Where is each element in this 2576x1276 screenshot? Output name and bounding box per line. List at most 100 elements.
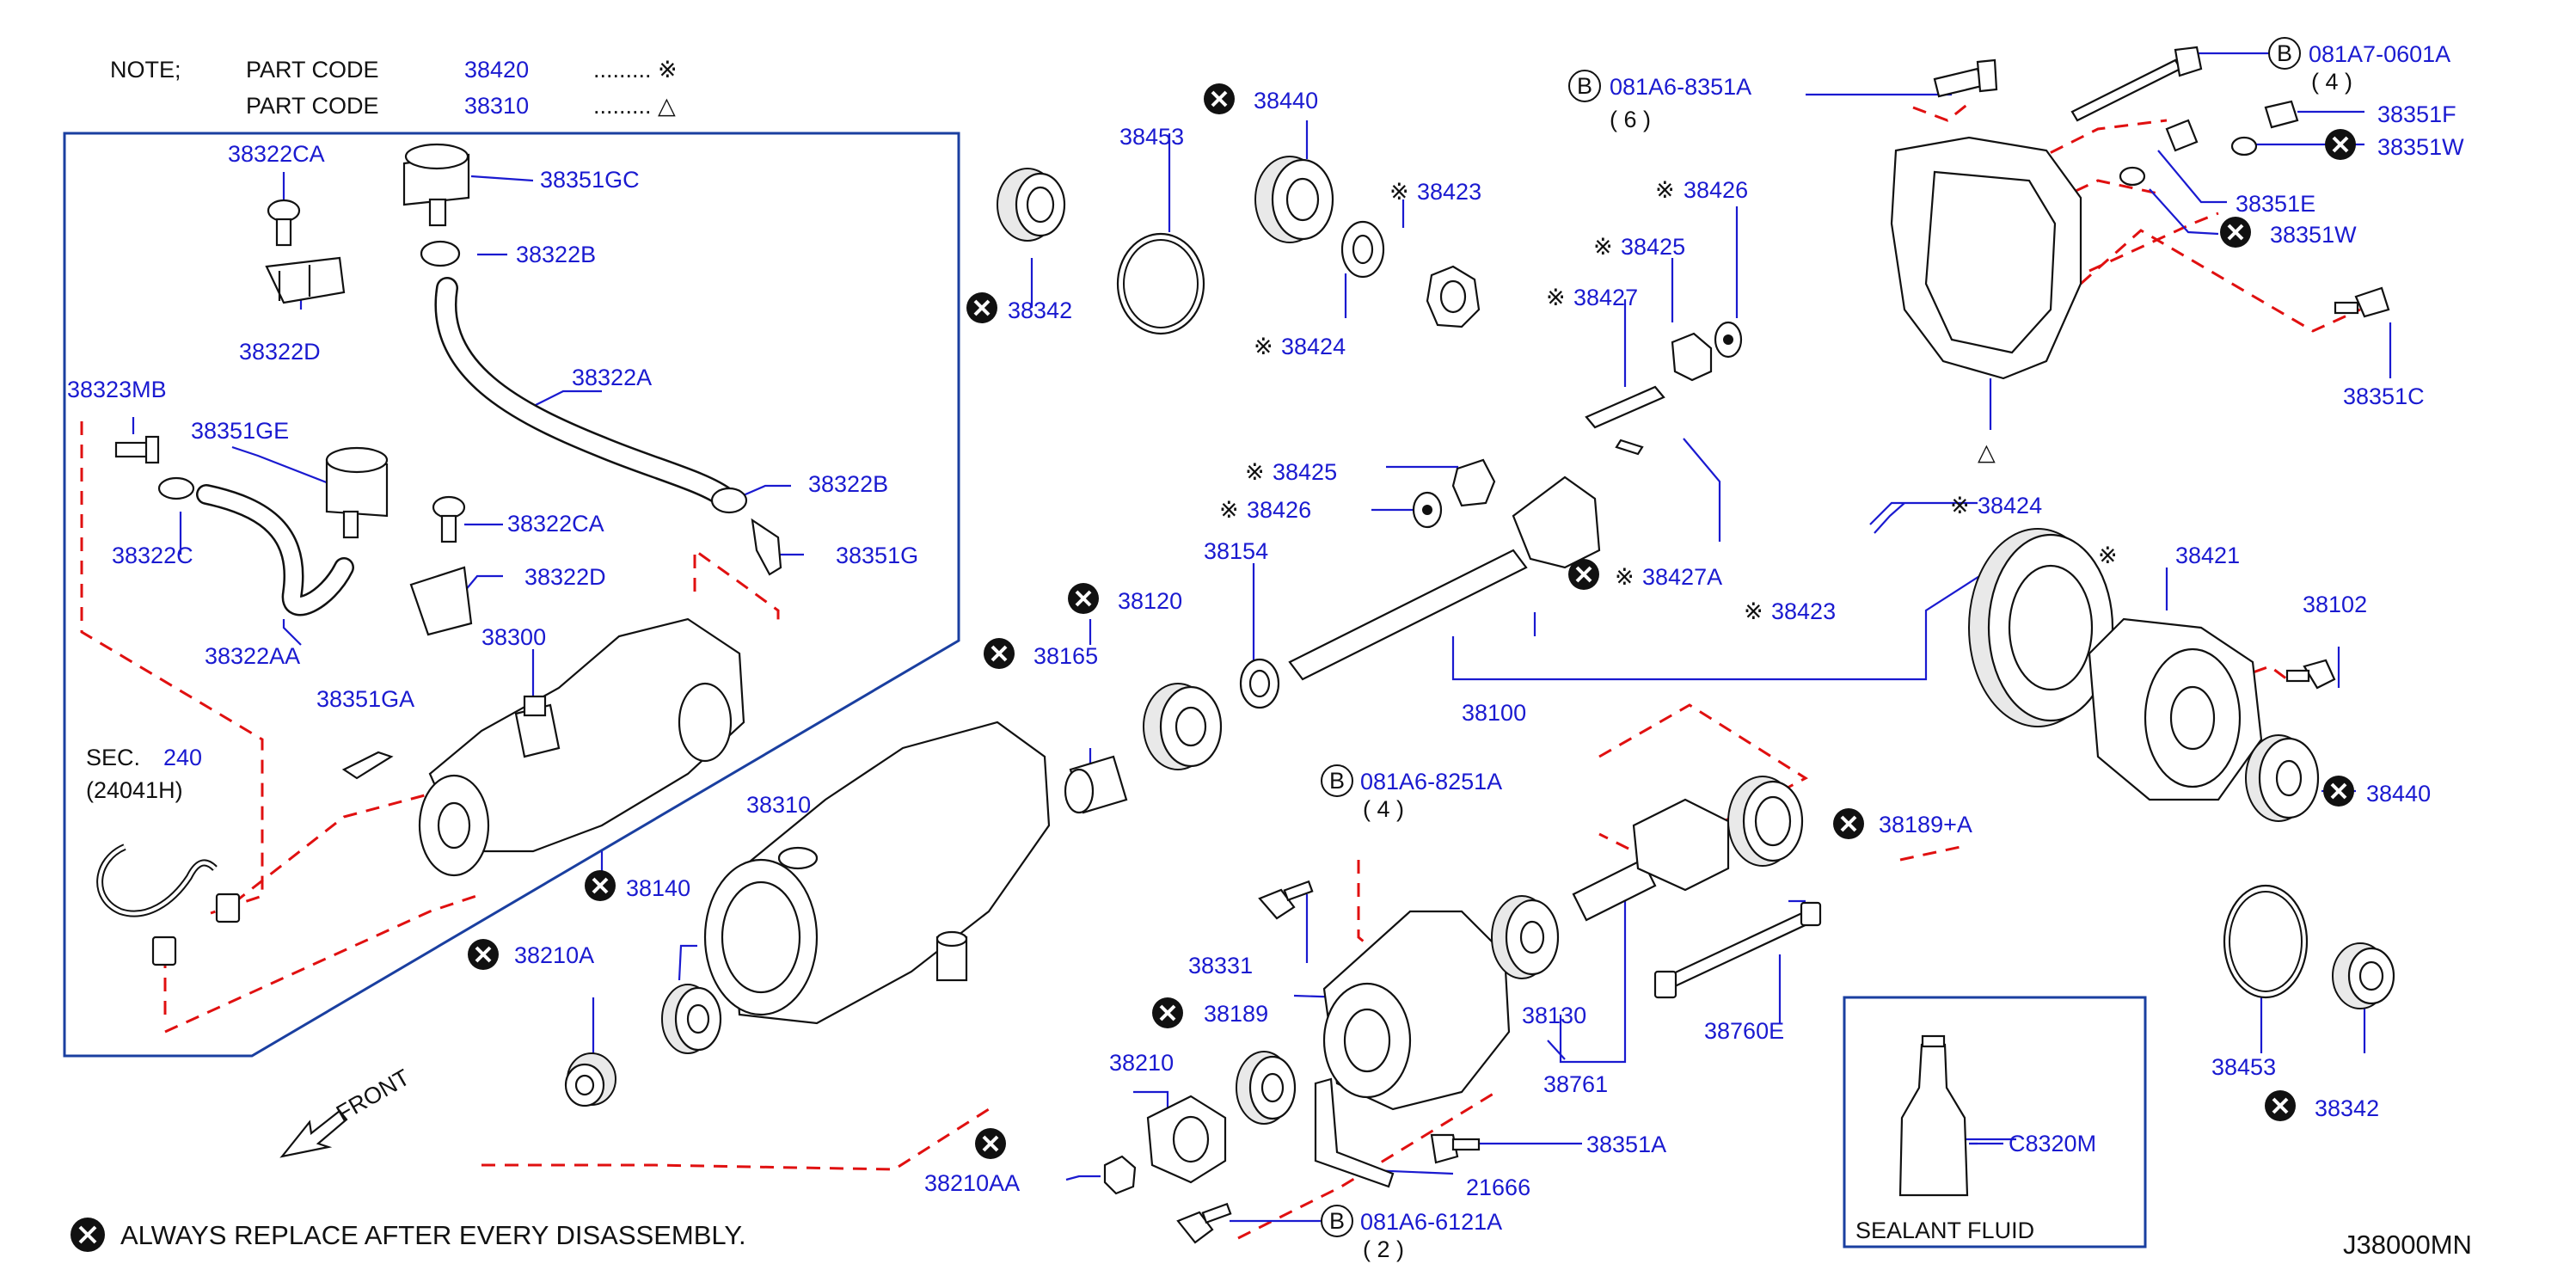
sealant-code[interactable]: C8320M — [2009, 1131, 2096, 1156]
part-label[interactable]: 38322CA — [228, 141, 325, 167]
hose-icon[interactable] — [196, 484, 354, 617]
bolt-ref-4[interactable]: B 081A6-6121A ( 2 ) — [1321, 1205, 1502, 1262]
pinion-mate-gear-icon[interactable] — [1451, 458, 1496, 507]
side-shaft-icon[interactable] — [1572, 798, 1730, 922]
part-label[interactable]: 38453 — [1119, 124, 1184, 150]
pinion-washer-icon[interactable] — [1714, 321, 1743, 359]
part-label[interactable]: 38425 — [1621, 234, 1685, 260]
gasket-icon[interactable] — [2119, 166, 2146, 187]
bearing-icon[interactable] — [1254, 156, 1334, 243]
part-label[interactable]: 38189+A — [1879, 812, 1972, 837]
part-label[interactable]: 38210AA — [924, 1170, 1020, 1196]
part-label[interactable]: 38154 — [1204, 538, 1268, 564]
breather-connector-icon[interactable] — [751, 518, 782, 576]
part-label[interactable]: 38140 — [626, 875, 690, 901]
pinion-shaft-icon[interactable] — [1585, 385, 1665, 429]
clamp-icon[interactable] — [157, 476, 195, 500]
part-label[interactable]: 38425 — [1273, 459, 1337, 485]
adjusting-washer-icon[interactable] — [1239, 658, 1280, 709]
oil-seal-icon[interactable] — [1236, 1051, 1297, 1125]
part-label[interactable]: 38760E — [1704, 1018, 1784, 1044]
part-label[interactable]: 38300 — [481, 624, 546, 650]
part-label[interactable]: 38351GC — [540, 167, 640, 193]
bracket-icon[interactable] — [409, 566, 473, 636]
collapsible-spacer-icon[interactable] — [1064, 755, 1128, 814]
bolt-ref-code[interactable]: 081A6-8351A — [1610, 74, 1751, 100]
pinion-mate-gear-icon[interactable] — [1671, 332, 1713, 382]
part-label[interactable]: 38130 — [1522, 1003, 1586, 1028]
clip-icon[interactable] — [267, 199, 301, 247]
note-row-2-code[interactable]: 38310 — [464, 93, 529, 119]
part-label[interactable]: 38427A — [1642, 564, 1722, 590]
o-ring-icon[interactable] — [2223, 884, 2309, 999]
bearing-icon[interactable] — [2245, 734, 2320, 822]
part-label[interactable]: 38165 — [1033, 643, 1098, 669]
part-label[interactable]: 38440 — [2366, 781, 2431, 807]
bolt-ref-code[interactable]: 081A7-0601A — [2309, 41, 2450, 67]
part-label[interactable]: 38322A — [572, 365, 652, 390]
lock-pin-icon[interactable] — [1615, 439, 1644, 456]
companion-flange-icon[interactable] — [1146, 1095, 1227, 1184]
differential-case-icon[interactable] — [2088, 617, 2263, 801]
oil-seal-icon[interactable] — [564, 1052, 616, 1107]
part-label[interactable]: 38351G — [836, 543, 918, 568]
thrust-washer-icon[interactable] — [1340, 220, 1385, 279]
part-label[interactable]: 38351W — [2377, 134, 2464, 160]
bolt-icon[interactable] — [1430, 1133, 1481, 1164]
bolt-ref-2[interactable]: B 081A7-0601A ( 4 ) — [2268, 37, 2450, 95]
part-label[interactable]: 38440 — [1254, 88, 1318, 113]
bolt-icon[interactable] — [2070, 46, 2203, 122]
ring-gear-icon[interactable] — [1968, 528, 2114, 727]
part-label[interactable]: 38310 — [746, 792, 811, 818]
plug-icon[interactable] — [114, 435, 160, 464]
part-label[interactable]: 38322B — [808, 471, 888, 497]
part-label[interactable]: 38100 — [1462, 700, 1526, 726]
hose-clamp-icon[interactable] — [420, 240, 461, 267]
part-label[interactable]: 38210A — [514, 942, 594, 968]
part-label[interactable]: 38323MB — [67, 377, 167, 402]
rear-cover-icon[interactable] — [1890, 136, 2082, 380]
bolt-ref-code[interactable]: 081A6-6121A — [1360, 1209, 1502, 1235]
breather-tube-icon[interactable] — [341, 751, 394, 780]
part-label[interactable]: 38210 — [1109, 1050, 1174, 1076]
section-reference[interactable]: SEC. 240 (24041H) — [86, 745, 202, 803]
side-gear-icon[interactable] — [1426, 265, 1481, 328]
gasket-icon[interactable] — [2230, 136, 2258, 156]
part-label[interactable]: 38322C — [112, 543, 193, 568]
drive-pinion-gear-icon[interactable] — [1288, 475, 1601, 681]
breather-hose-icon[interactable] — [434, 277, 738, 510]
sec-number[interactable]: 240 — [163, 745, 202, 770]
oil-seal-icon[interactable] — [997, 168, 1066, 242]
bracket-icon[interactable] — [1314, 1077, 1395, 1188]
oil-seal-icon[interactable] — [2332, 942, 2395, 1009]
part-label[interactable]: 38426 — [1684, 177, 1748, 203]
bolt-icon[interactable] — [1933, 58, 1998, 98]
bolt-icon[interactable] — [2285, 659, 2336, 690]
part-label[interactable]: 38351F — [2377, 101, 2456, 127]
part-label[interactable]: 38120 — [1118, 588, 1182, 614]
part-label[interactable]: 21666 — [1466, 1175, 1530, 1200]
part-label[interactable]: 38423 — [1771, 598, 1836, 624]
part-label[interactable]: 38351W — [2270, 222, 2357, 248]
breather-cap-icon[interactable] — [402, 143, 470, 227]
bolt-ref-1[interactable]: B 081A6-8351A ( 6 ) — [1568, 70, 1751, 132]
part-label[interactable]: 38331 — [1188, 953, 1253, 978]
part-label[interactable]: 38189 — [1204, 1001, 1268, 1027]
part-label[interactable]: 38351GE — [191, 418, 289, 444]
bolt-icon[interactable] — [2334, 286, 2390, 318]
bearing-icon[interactable] — [1491, 895, 1560, 979]
sealant-box[interactable]: C8320M SEALANT FLUID — [1843, 996, 2147, 1248]
note-row-1-code[interactable]: 38420 — [464, 57, 529, 83]
wiring-harness-icon[interactable] — [96, 844, 241, 966]
part-label[interactable]: 38351A — [1586, 1132, 1666, 1157]
bolt-ref-3[interactable]: B 081A6-8251A ( 4 ) — [1321, 764, 1502, 822]
part-label[interactable]: 38351C — [2343, 383, 2425, 409]
pinion-washer-icon[interactable] — [1412, 491, 1443, 529]
side-retainer-icon[interactable] — [1322, 910, 1511, 1111]
bracket-icon[interactable] — [265, 256, 346, 304]
part-label[interactable]: 38351E — [2236, 191, 2315, 217]
part-label[interactable]: 38342 — [2315, 1095, 2379, 1121]
hose-clamp-icon[interactable] — [710, 487, 748, 514]
o-ring-icon[interactable] — [1116, 232, 1205, 335]
clip-icon[interactable] — [432, 495, 466, 543]
